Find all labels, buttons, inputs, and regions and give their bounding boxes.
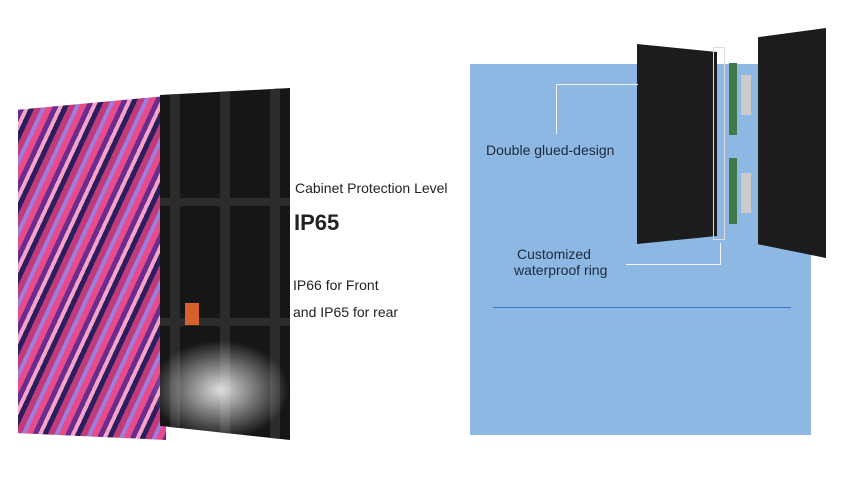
protection-heading: Cabinet Protection Level <box>295 180 448 196</box>
led-module-image <box>637 44 717 244</box>
label-waterproof-ring: waterproof ring <box>514 262 608 278</box>
callout-line-bottom-v <box>720 243 721 265</box>
led-display-front-image <box>18 96 166 440</box>
ip-level: IP65 <box>294 210 340 235</box>
water-splash-image <box>150 340 290 440</box>
callout-line-top <box>556 84 638 85</box>
divider <box>493 307 791 308</box>
callout-line-bottom <box>626 264 720 265</box>
waterproof-ring-image <box>713 47 725 240</box>
power-supply-image-2 <box>741 173 751 213</box>
ip-detail-rear: and IP65 for rear <box>293 304 399 320</box>
receiving-card-image <box>729 63 737 135</box>
ip-detail-front: IP66 for Front <box>293 277 379 293</box>
label-customized: Customized <box>517 246 591 262</box>
callout-line-top-v <box>556 84 557 134</box>
power-supply-image <box>741 75 751 115</box>
receiving-card-image-2 <box>729 158 737 224</box>
label-double-glued: Double glued-design <box>486 142 615 158</box>
cabinet-frame-image <box>758 28 826 258</box>
